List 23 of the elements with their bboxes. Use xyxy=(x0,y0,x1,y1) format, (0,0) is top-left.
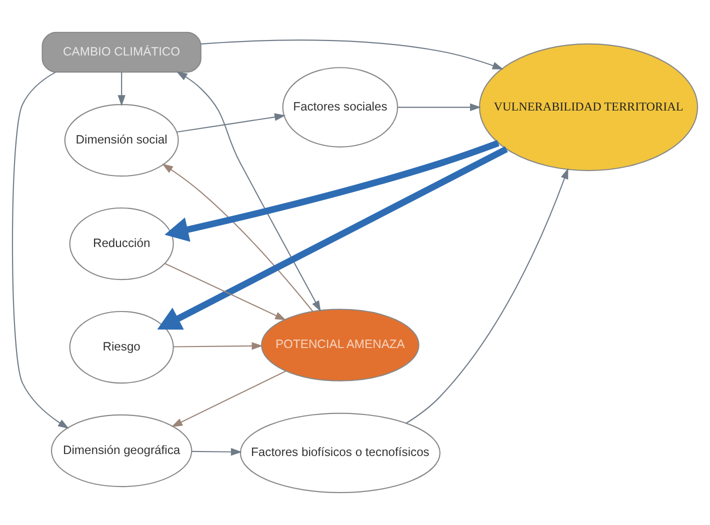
node-ellipse: Factores sociales xyxy=(282,67,398,148)
arrow xyxy=(398,103,482,112)
node-ellipse: Reducción xyxy=(69,207,174,280)
arrow xyxy=(164,140,500,242)
node-ellipse: Dimensión social xyxy=(64,104,179,177)
arrow xyxy=(173,342,263,350)
arrow xyxy=(176,113,286,133)
node-ellipse: Factores biofísicos o tecnofísicos xyxy=(240,412,441,494)
node-ellipse: POTENCIAL AMENAZA xyxy=(261,308,420,382)
node-ellipse: VULNERABILIDAD TERRITORIAL xyxy=(478,43,698,172)
arrow xyxy=(200,40,504,70)
node-ellipse: Riesgo xyxy=(69,310,174,384)
arrow xyxy=(164,263,286,320)
arrow xyxy=(406,168,568,424)
node-ellipse: Dimensión geográfica xyxy=(50,414,192,488)
arrow xyxy=(162,164,314,312)
arrow xyxy=(12,72,70,429)
node-box: CAMBIO CLIMÁTICO xyxy=(42,32,202,73)
arrow xyxy=(171,370,286,427)
arrow xyxy=(192,448,242,456)
arrow xyxy=(118,72,126,106)
arrow xyxy=(176,71,321,312)
arrow xyxy=(157,146,508,330)
